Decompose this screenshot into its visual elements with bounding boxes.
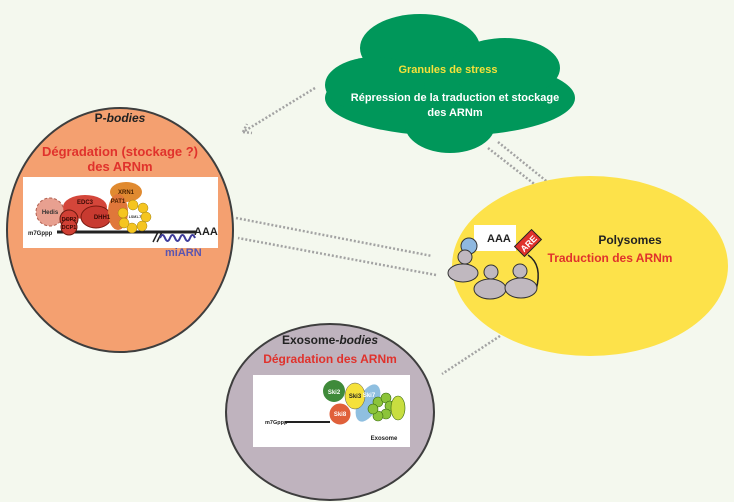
mirna-label: miARN [165,247,202,259]
arrow-polysomes-to-pbodies [237,236,437,277]
p-bodies-title: P-bodies [95,111,146,125]
dcp1-label: DCP1 [62,225,77,231]
arrow-stress-to-pbodies [242,86,316,134]
stress-granules-subtitle-2: des ARNm [427,107,482,119]
exosome-bodies-group: Exosome-bodies Dégradation des ARNm Ski2… [225,323,435,501]
p-bodies-group: P-bodies Dégradation (stockage ?) des AR… [6,107,234,353]
ribosomes [447,237,538,300]
polysomes-subtitle: Traduction des ARNm [548,251,673,265]
exosome-bodies-subtitle: Dégradation des ARNm [263,352,397,366]
hedis-label: Hedis [42,210,59,216]
xrn1-label: XRN1 [118,190,135,196]
cap-label: m7Gppp [28,231,53,237]
polysomes-polya-label: AAA [487,233,511,245]
ski3-protein [344,382,366,410]
exosome-ring [367,392,406,422]
stress-granules-subtitle-1: Répression de la traduction et stockage [351,92,559,104]
p-bodies-subtitle-2: des ARNm [87,159,152,174]
arrow-polysomes-to-exosome [441,334,501,376]
dhh1-label: DHH1 [94,215,111,221]
ski2-protein [323,380,345,402]
polya-box [474,225,516,251]
lsm-ring [117,199,152,234]
arrowhead [241,123,253,135]
ski7-label: Ski7 [363,393,376,399]
arrow-pbodies-to-polysomes [235,216,433,258]
pat1-label: PAT1 [111,199,126,205]
arrow-stress-polysomes-1 [487,147,543,191]
ski2-label: Ski2 [328,390,341,396]
edc3-label: EDC3 [77,200,94,206]
lsm-label: LSM1-7 [129,215,142,219]
arrows [235,86,551,376]
exosome-label: Exosome [371,436,398,442]
p-bodies-subtitle-1: Dégradation (stockage ?) [42,144,198,159]
ski8-protein [328,402,352,426]
mirna-wave [159,234,196,242]
exosome-cap-label: m7Gppp [265,420,288,426]
dcp2-label: DCP2 [62,217,77,223]
ski3-label: Ski3 [349,394,362,400]
polysomes-ellipse [452,176,728,356]
stress-granules-title: Granules de stress [398,64,497,76]
polya-label: AAA [194,226,218,238]
stress-granules-group: Granules de stress Répression de la trad… [325,14,575,153]
stress-granules-cloud [325,14,575,153]
ski8-label: Ski8 [334,412,347,418]
arrow-stress-polysomes-2 [497,141,551,185]
exosome-bodies-title: Exosome-bodies [282,333,378,347]
polysomes-group: AAA ARE Polysomes Traduction des ARNm [447,176,728,356]
dcp1-protein [60,218,78,236]
polysomes-title: Polysomes [598,233,662,247]
